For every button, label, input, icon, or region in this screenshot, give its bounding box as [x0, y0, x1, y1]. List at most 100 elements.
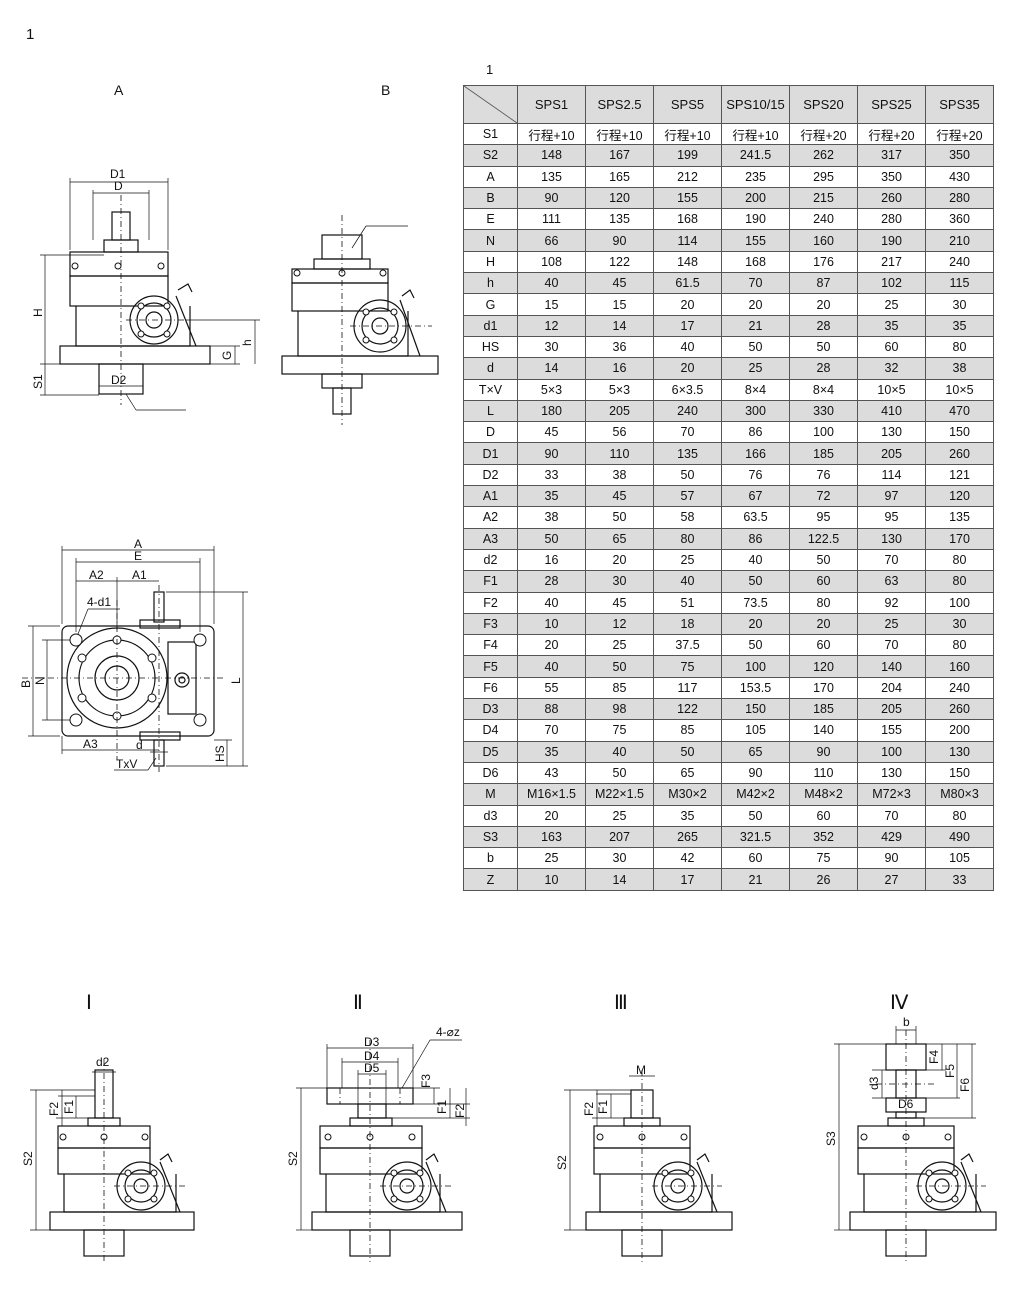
table-cell: 130: [925, 740, 994, 763]
t1-dim-s2: S2: [21, 1151, 35, 1166]
table-cell: 120: [925, 485, 994, 508]
t2-dim-f3: F3: [419, 1074, 433, 1088]
table-cell: 72: [789, 485, 858, 508]
t2-dim-f1: F1: [435, 1100, 449, 1114]
t4-dim-f6: F6: [958, 1078, 972, 1092]
table-cell: 33: [925, 868, 994, 891]
table-cell: 160: [789, 229, 858, 252]
table-cell: 65: [585, 527, 654, 550]
table-cell: 70: [857, 548, 926, 572]
table-cell: 50: [653, 463, 722, 487]
row-label: D3: [463, 698, 518, 721]
dim-l: L: [229, 677, 243, 684]
dim-d2: D2: [111, 373, 127, 387]
table-cell: 86: [721, 527, 790, 550]
view-b-label: B: [381, 82, 391, 98]
row-label: D2: [463, 463, 518, 487]
table-cell: 130: [857, 421, 926, 444]
table-cell: 80: [789, 591, 858, 614]
row-label: F1: [463, 570, 518, 593]
table-cell: 45: [585, 272, 654, 295]
table-cell: 260: [925, 698, 994, 721]
spec-table: SPS1 SPS2.5 SPS5 SPS10/15 SPS20 SPS25 SP…: [463, 85, 994, 891]
table-cell: 80: [925, 570, 994, 593]
dim-txv: TxV: [116, 757, 137, 771]
table-cell: 57: [653, 485, 722, 508]
t4-dim-f5: F5: [943, 1064, 957, 1078]
row-label: S1: [463, 122, 518, 146]
table-cell: 90: [517, 442, 586, 465]
type-3-label: Ⅲ: [614, 992, 628, 1014]
table-cell: 430: [925, 165, 994, 188]
table-cell: 92: [857, 591, 926, 614]
t4-dim-s3: S3: [824, 1131, 838, 1146]
table-cell: 90: [585, 229, 654, 252]
table-cell: 135: [653, 442, 722, 465]
table-cell: 163: [517, 825, 586, 849]
table-cell: 行程+20: [789, 122, 858, 146]
table-cell: 26: [789, 868, 858, 891]
t4-dim-d6: D6: [898, 1097, 914, 1111]
table-cell: M22×1.5: [585, 783, 654, 806]
table-cell: 199: [653, 144, 722, 167]
dim-n: N: [33, 676, 47, 685]
table-cell: 350: [925, 144, 994, 167]
table-cell: 50: [721, 570, 790, 593]
t2-dim-d5: D5: [364, 1061, 380, 1075]
table-cell: 30: [925, 612, 994, 636]
t3-dim-f1: F1: [596, 1100, 610, 1114]
t3-dim-f2: F2: [582, 1102, 596, 1116]
table-cell: 42: [653, 847, 722, 870]
row-label: S2: [463, 144, 518, 167]
dim-h: H: [31, 308, 45, 317]
table-cell: 5×3: [585, 378, 654, 401]
dim-a: A: [134, 537, 142, 551]
table-cell: 8×4: [721, 378, 790, 401]
table-cell: 30: [585, 570, 654, 593]
table-cell: 25: [517, 847, 586, 870]
type-2-drawing: D3 D4 D5 4-⌀z F3 F1 F2 S2: [286, 1025, 470, 1262]
t2-dim-f2: F2: [453, 1104, 467, 1118]
table-cell: 10: [517, 868, 586, 891]
table-cell: M80×3: [925, 783, 994, 806]
table-cell: 75: [789, 847, 858, 870]
row-label: Z: [463, 868, 518, 891]
table-cell: 150: [925, 761, 994, 785]
table-cell: M72×3: [857, 783, 926, 806]
table-cell: 300: [721, 399, 790, 423]
table-cell: 210: [925, 229, 994, 252]
t4-dim-d3: d3: [867, 1076, 881, 1090]
row-label: D4: [463, 719, 518, 742]
header-sps2-5: SPS2.5: [585, 85, 654, 124]
table-cell: 45: [585, 485, 654, 508]
table-cell: 180: [517, 399, 586, 423]
table-cell: 160: [925, 655, 994, 678]
table-cell: 14: [585, 868, 654, 891]
row-label: F3: [463, 612, 518, 636]
table-cell: 12: [517, 314, 586, 337]
t4-dim-f4: F4: [927, 1050, 941, 1064]
table-cell: 120: [789, 655, 858, 678]
table-cell: 25: [857, 612, 926, 636]
table-cell: 352: [789, 825, 858, 849]
dim-h-small: h: [240, 339, 254, 346]
table-cell: M30×2: [653, 783, 722, 806]
row-label: A3: [463, 527, 518, 550]
view-a-drawing: D1 D H S1 D2 G h: [31, 167, 260, 411]
